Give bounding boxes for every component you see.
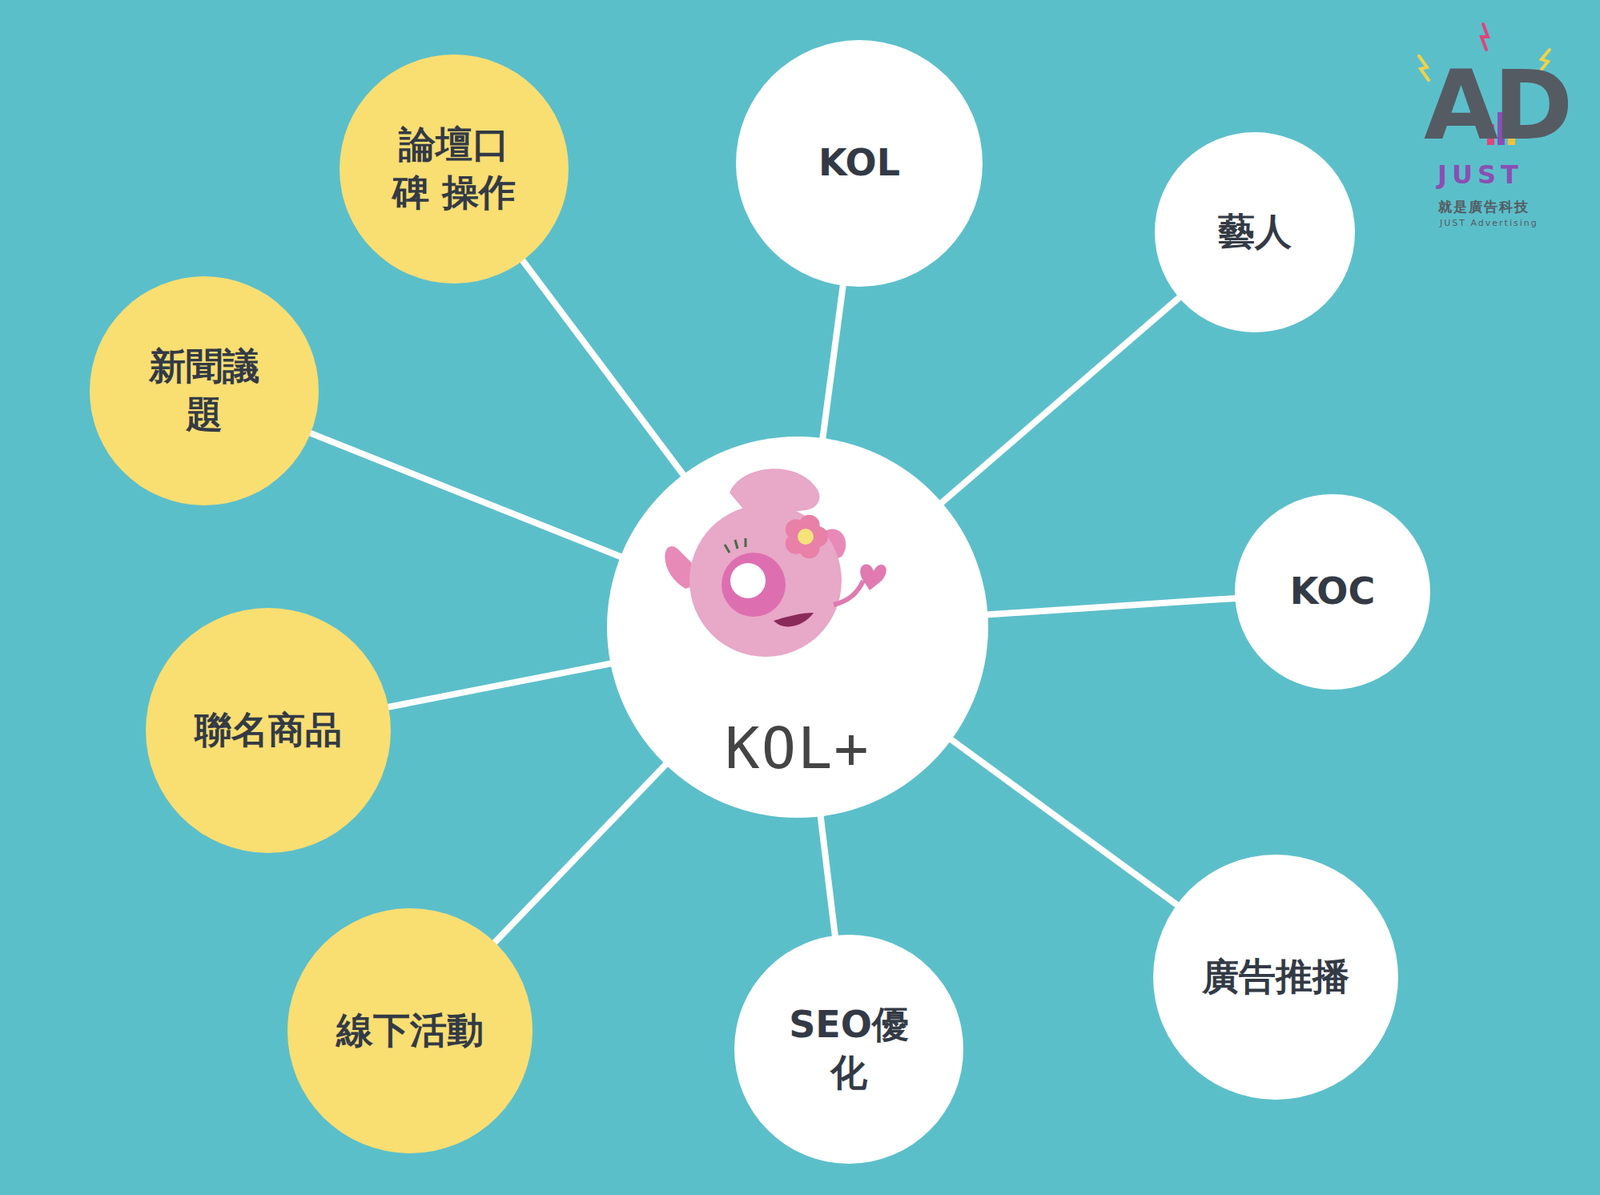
topic-circle: 聯名商品 [145,607,391,853]
logo-english: JUST Advertising [1439,218,1539,228]
topic-circle: 線下活動 [287,908,533,1154]
spoke-line [309,432,623,558]
topic-circle: 新聞議題 [89,276,319,506]
circle-outline [89,276,319,506]
topic-label: 聯名商品 [194,706,342,755]
spoke-line [985,598,1237,616]
topic-circle: 論壇口碑 操作 [339,54,569,284]
hub-label: KOL+ [724,711,870,787]
topic-label: 新聞議題 [132,342,277,439]
topic-label: 線下活動 [336,1006,484,1055]
spoke-line [820,814,836,937]
topic-label: KOL [818,139,901,188]
logo-chinese: 就是廣告科技 [1438,200,1530,214]
spoke-line [522,259,685,476]
logo-letters: AD [1423,57,1568,154]
spoke-line [949,738,1178,905]
spoke-line [386,663,612,708]
circle-outline [339,54,569,284]
logo-word: JUST [1437,161,1524,188]
topic-label: 廣告推播 [1202,952,1350,1002]
topic-circle: SEO優化 [734,934,964,1164]
mascot-illustration [653,460,894,669]
spoke-line [494,763,668,944]
topic-circle: KOC [1234,494,1431,690]
spoke-line [822,284,844,440]
topic-label: 藝人 [1218,208,1292,257]
circle-outline [734,934,964,1164]
hub-circle: KOL+ [607,436,989,818]
topic-label: KOC [1290,567,1375,616]
topic-label: SEO優化 [777,1001,921,1098]
topic-circle: 廣告推播 [1153,854,1399,1100]
topic-label: 論壇口碑 操作 [382,120,527,218]
spoke-line [940,296,1181,503]
topic-circle: 藝人 [1154,132,1355,333]
topic-circle: KOL [735,40,983,287]
